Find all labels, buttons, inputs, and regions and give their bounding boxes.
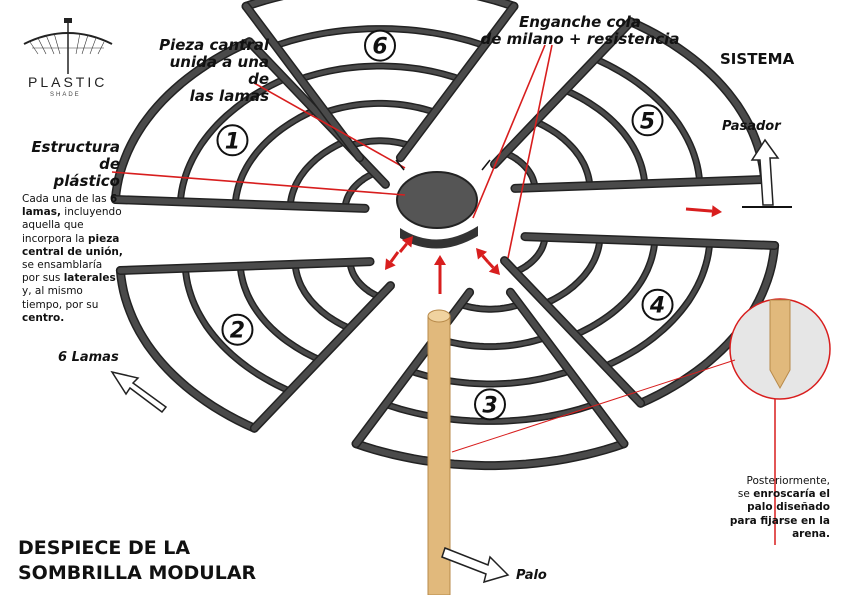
pasador-arrow-icon — [750, 138, 780, 206]
label-estructura: Estructura de plástico — [31, 138, 120, 190]
svg-text:5: 5 — [640, 109, 655, 134]
umbrella-logo-icon — [23, 18, 113, 74]
lama-number-2: 2 — [221, 313, 254, 346]
arrow-down-left-icon — [385, 251, 400, 270]
desc-line: se enroscaría el — [737, 488, 830, 501]
svg-text:2: 2 — [230, 319, 245, 344]
arrow-up-left-icon — [476, 248, 490, 263]
desc-line: Posteriormente, — [746, 475, 830, 487]
leader-line — [507, 44, 553, 259]
label-enganche: Enganche cola de milano + resistencia — [480, 13, 680, 48]
svg-text:6: 6 — [372, 35, 387, 60]
desc-line: incorpora la pieza — [22, 232, 120, 245]
logo-subtitle: SHADE — [50, 92, 81, 98]
label-sistema: SISTEMA — [720, 50, 795, 68]
desc-line: lamas, incluyendo — [22, 206, 122, 219]
svg-text:3: 3 — [482, 393, 497, 418]
lama-2 — [115, 257, 395, 433]
label-palo: Palo — [516, 568, 547, 583]
desc-line: palo diseñado — [747, 501, 830, 514]
desc-line: por sus laterales — [22, 272, 116, 285]
desc-line: se ensamblaría — [22, 259, 103, 272]
desc-line: centro. — [22, 311, 65, 324]
desc-line: y, al mismo — [22, 285, 83, 298]
detail-connector — [451, 359, 736, 453]
leader-line — [472, 44, 546, 219]
wooden-pole — [427, 309, 451, 595]
pole-tip-detail — [729, 298, 831, 400]
svg-text:4: 4 — [649, 294, 665, 319]
desc-line: aquella que — [22, 219, 84, 232]
label-pasador: Pasador — [722, 119, 781, 134]
logo-brand: PLASTIC — [28, 74, 108, 90]
leader-line — [253, 82, 406, 169]
small-arrow-icon — [395, 159, 405, 171]
desc-line: para fijarse en la — [729, 514, 830, 527]
lama-number-4: 4 — [641, 288, 674, 321]
desc-line: Cada una de las 6 — [22, 193, 118, 205]
lama-3 — [351, 287, 629, 471]
lama-5 — [490, 17, 770, 193]
arrow-up-icon — [434, 255, 446, 294]
arrow-right-icon — [685, 205, 722, 218]
desc-line: central de unión, — [22, 245, 123, 258]
lama-number-1: 1 — [216, 124, 249, 157]
lama-number-3: 3 — [474, 388, 506, 421]
svg-text:1: 1 — [225, 129, 240, 154]
desc-line: arena. — [792, 527, 830, 540]
desc-line: tiempo, por su — [22, 298, 99, 311]
label-pieza-central: Pieza cantral unida a una de las lamas — [159, 36, 269, 105]
label-6-lamas: 6 Lamas — [58, 350, 119, 365]
leader-line — [111, 171, 406, 196]
lama-number-5: 5 — [631, 104, 664, 137]
lama-number-6: 6 — [364, 29, 396, 62]
page-title: DESPIECE DE LA SOMBRILLA MODULAR — [18, 537, 257, 584]
lamas-arrow-icon — [110, 370, 168, 414]
lamas-group — [110, 0, 780, 471]
palo-arrow-icon — [441, 547, 510, 584]
small-arrow-icon — [481, 159, 491, 171]
arrow-up-right-icon — [398, 236, 413, 253]
lama-1 — [110, 37, 390, 213]
arrow-down-right-icon — [486, 260, 500, 275]
central-hub — [396, 171, 478, 249]
